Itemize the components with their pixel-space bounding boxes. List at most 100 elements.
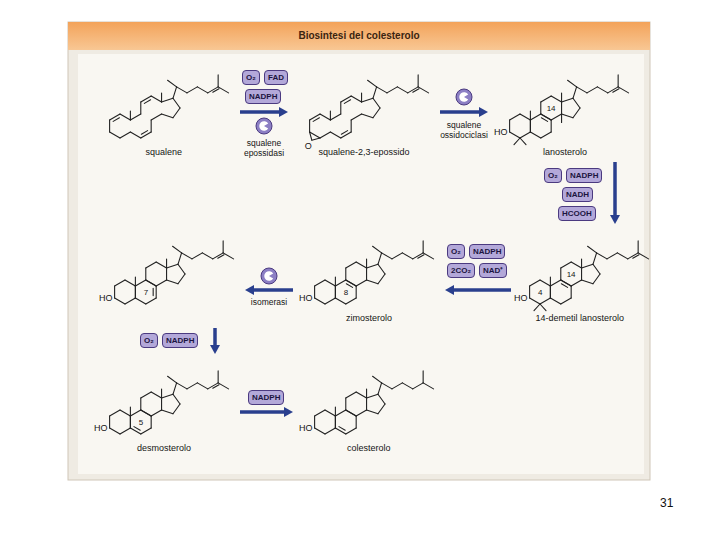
arrow-shaft	[240, 410, 285, 414]
bond-line	[173, 383, 177, 394]
bond-line	[218, 87, 228, 93]
reaction-arrow	[210, 328, 220, 354]
bond-line	[638, 241, 639, 253]
bond-line	[218, 383, 228, 389]
bond-line	[130, 114, 140, 120]
bond-line	[173, 98, 180, 108]
bond-line	[167, 280, 178, 284]
bond-line	[146, 280, 156, 286]
bond-line	[540, 102, 541, 114]
bond-line	[382, 253, 392, 259]
bond-line	[320, 114, 330, 120]
bond-line	[335, 416, 336, 428]
cofactor-pill: NADPH	[566, 168, 602, 183]
bond-line	[173, 246, 182, 253]
arrow-shaft	[253, 288, 293, 292]
bond-line	[382, 383, 392, 389]
bond-line	[550, 286, 551, 298]
bond-line	[130, 416, 131, 428]
bond-line	[130, 416, 131, 428]
arrow-head	[279, 107, 288, 117]
bond-line	[378, 264, 385, 274]
arrow-head	[284, 407, 293, 417]
cofactor-label: NADPH	[570, 171, 598, 180]
bond-line	[514, 138, 520, 145]
bond-line	[617, 253, 627, 259]
atom-number: 14	[567, 270, 576, 279]
molecule-name: lanosterolo	[543, 147, 587, 158]
bond-line	[366, 398, 367, 410]
bond-line	[113, 118, 119, 122]
atom-label: HO	[299, 423, 313, 434]
molecule-structure	[95, 226, 243, 326]
cofactor-pill: NADPH	[248, 390, 284, 405]
bond-line	[141, 410, 151, 416]
bond-line	[530, 120, 531, 132]
bond-line	[187, 383, 197, 389]
bond-line	[510, 114, 520, 120]
bond-line	[366, 389, 367, 398]
bond-line	[197, 383, 207, 389]
bond-line	[109, 120, 110, 132]
cofactor-label: O₂	[144, 336, 154, 345]
bond-line	[173, 108, 180, 118]
bond-line	[530, 120, 531, 132]
bond-line	[182, 253, 192, 259]
molecule-name: 14-demetil lanosterolo	[536, 313, 625, 324]
bond-line	[540, 280, 550, 286]
cofactor-label: NADPH	[249, 92, 277, 101]
bond-line	[335, 286, 336, 298]
bond-line	[162, 410, 173, 414]
bond-line	[110, 410, 120, 416]
molecule-node: 14HOlanosterolo	[490, 58, 640, 160]
cofactor-pill: 2CO₂	[447, 263, 475, 278]
bond-line	[166, 259, 167, 268]
bond-line	[413, 253, 423, 259]
bond-line	[144, 100, 150, 104]
molecule-node: 144HO14-demetil lanosterolo	[513, 226, 647, 326]
cofactor-pill: O₂	[140, 333, 158, 348]
bond-line	[593, 253, 597, 264]
reaction-arrow	[445, 285, 511, 295]
bond-line	[509, 120, 510, 132]
bond-line	[551, 114, 561, 120]
bond-line	[423, 253, 433, 259]
cofactor-pill: O₂	[242, 70, 260, 85]
bond-line	[356, 410, 366, 416]
bond-line	[561, 93, 562, 102]
bond-line	[529, 286, 530, 298]
scan-panel	[68, 22, 650, 480]
bond-line	[135, 280, 145, 286]
bond-line	[520, 114, 530, 120]
bond-line	[320, 132, 330, 138]
bond-line	[335, 277, 336, 286]
bond-line	[314, 286, 315, 298]
bond-line	[530, 114, 540, 120]
bond-line	[392, 253, 402, 259]
cofactor-pill: HCOOH	[558, 206, 596, 221]
bond-line	[618, 75, 619, 87]
atom-number: 8	[344, 288, 348, 297]
bond-line	[607, 253, 617, 259]
bond-line	[151, 120, 152, 132]
bond-line	[561, 284, 567, 288]
bond-line	[314, 416, 315, 428]
molecule-name: squalene	[146, 147, 183, 158]
bond-line	[387, 87, 397, 93]
bond-line	[628, 253, 638, 259]
bond-line	[397, 87, 407, 93]
bond-line	[335, 428, 345, 434]
bond-line	[561, 280, 571, 286]
bond-line	[341, 131, 347, 135]
bond-line	[581, 268, 582, 280]
bond-line	[378, 253, 382, 264]
bond-line	[541, 96, 551, 102]
bond-line	[223, 253, 233, 259]
bond-line	[551, 120, 552, 132]
bond-line	[418, 255, 424, 259]
molecule-node: Osqualene-2,3-epossido	[290, 58, 438, 160]
bond-line	[130, 111, 131, 120]
bond-line	[550, 298, 560, 304]
bond-line	[540, 298, 550, 304]
atom-number: 7	[144, 288, 148, 297]
